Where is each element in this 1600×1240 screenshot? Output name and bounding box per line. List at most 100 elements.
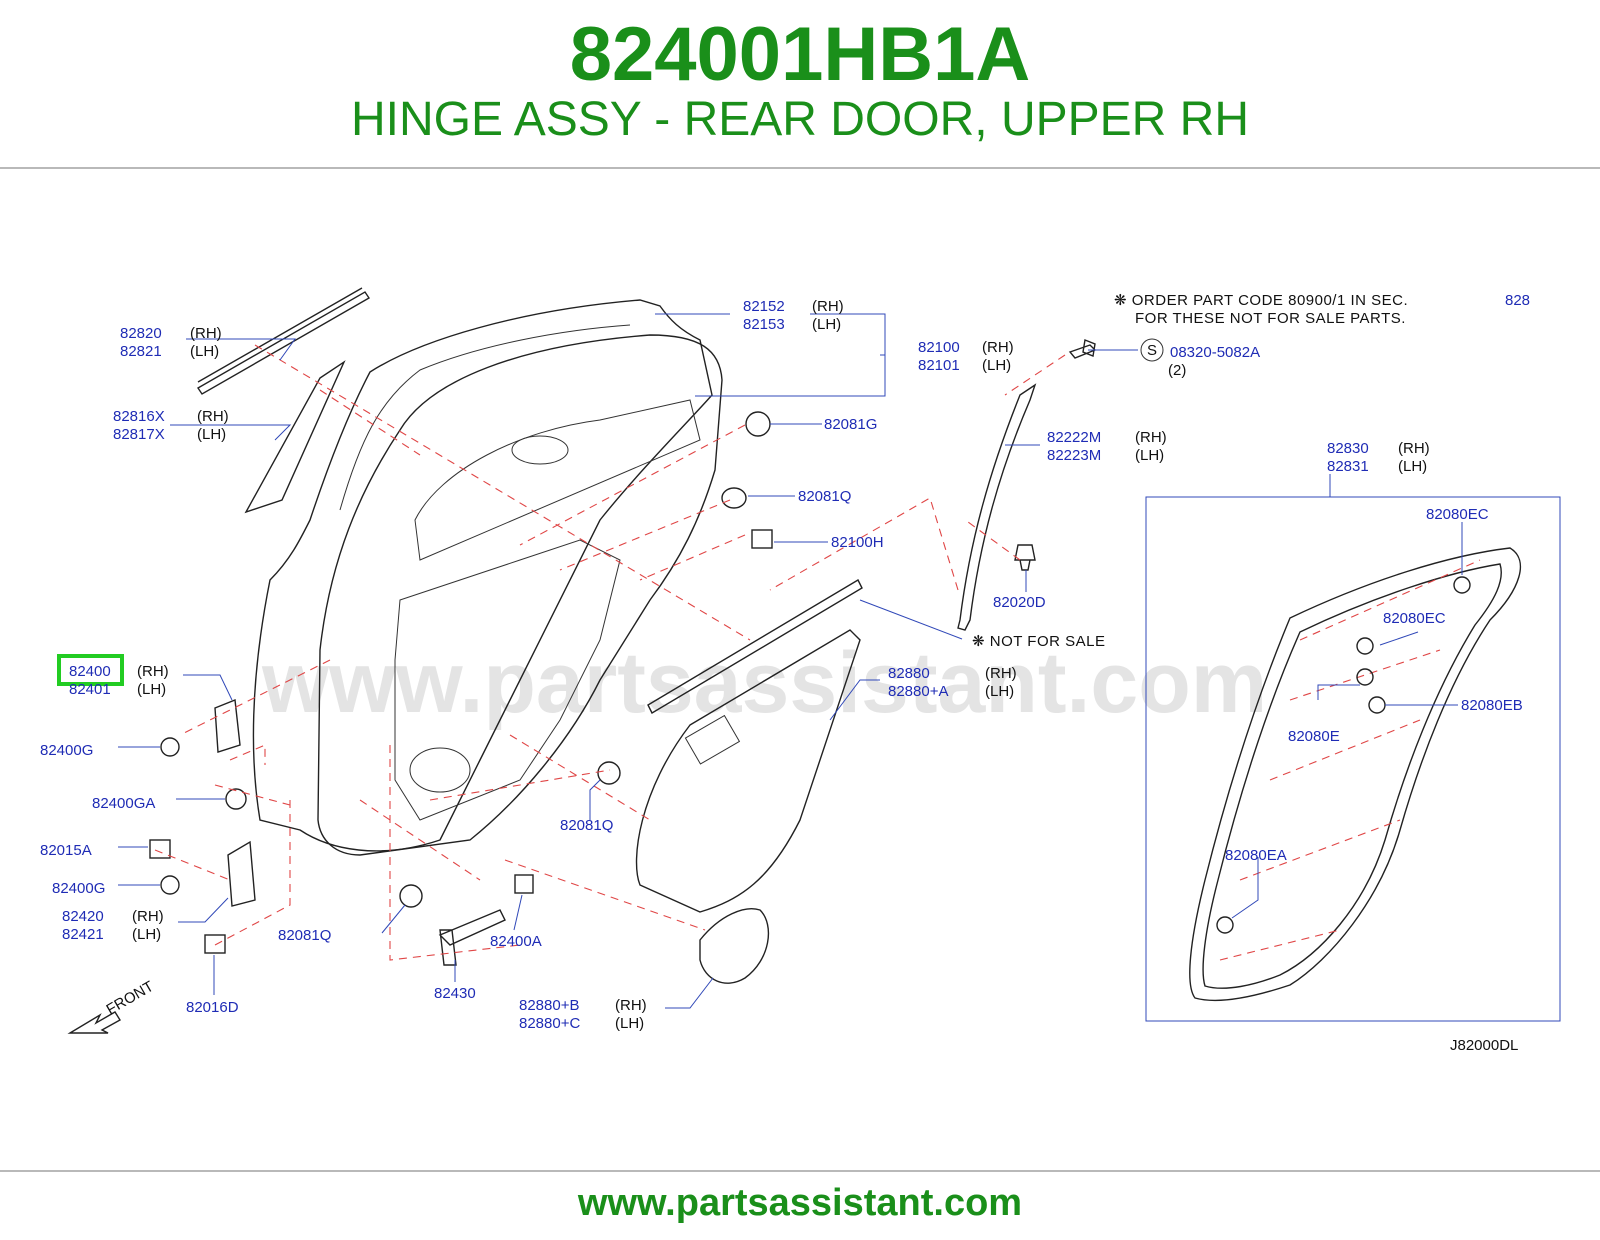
screw-symbol-circle [1140,338,1164,362]
page-header: 824001HB1A HINGE ASSY - REAR DOOR, UPPER… [0,0,1600,168]
label-82880a[interactable]: 82880+A [888,683,948,700]
screw-symbol: S [1147,342,1157,359]
footer-divider [0,1170,1600,1172]
note-section-link[interactable]: 828 [1505,292,1530,309]
label-82080e[interactable]: 82080E [1288,728,1340,745]
label-82400[interactable]: 82400 [69,663,111,680]
label-82817x[interactable]: 82817X [113,426,165,443]
door-inner-sash [414,399,701,561]
diagram-ref-code: J82000DL [1450,1037,1518,1054]
label-82880[interactable]: 82880 [888,665,930,682]
part-82820-moulding [197,287,370,395]
label-82081q-a[interactable]: 82081Q [798,488,851,505]
label-82223m-side: (LH) [1135,447,1164,464]
label-82015a[interactable]: 82015A [40,842,92,859]
label-82080eb[interactable]: 82080EB [1461,697,1523,714]
label-82080ec-a[interactable]: 82080EC [1426,506,1489,523]
note-order-line2: FOR THESE NOT FOR SALE PARTS. [1135,310,1406,327]
label-82831-side: (LH) [1398,458,1427,475]
label-82223m[interactable]: 82223M [1047,447,1101,464]
label-82830[interactable]: 82830 [1327,440,1369,457]
label-82100[interactable]: 82100 [918,339,960,356]
label-82101-side: (LH) [982,357,1011,374]
label-82817x-side: (LH) [197,426,226,443]
part-82816x-trim [244,360,346,514]
label-82401-side: (LH) [137,681,166,698]
label-82421-side: (LH) [132,926,161,943]
label-82152-side: (RH) [812,298,844,315]
label-82821-side: (LH) [190,343,219,360]
part-82880-trim-strip [647,579,863,714]
front-label: FRONT [104,978,157,1019]
label-82421[interactable]: 82421 [62,926,104,943]
screw-quantity: (2) [1168,362,1186,379]
label-82222m[interactable]: 82222M [1047,429,1101,446]
handle-cutout [511,435,569,465]
label-82420[interactable]: 82420 [62,908,104,925]
label-82016d[interactable]: 82016D [186,999,239,1016]
part-labels: 82820 (RH) 82821 (LH) 82816X (RH) 82817X… [40,292,1530,1054]
footer-website-link[interactable]: www.partsassistant.com [577,1182,1023,1224]
label-82153[interactable]: 82153 [743,316,785,333]
label-82100h[interactable]: 82100H [831,534,884,551]
part-82100h-stopper [751,529,773,549]
label-82400g-b[interactable]: 82400G [52,880,105,897]
weatherstrip-inset-box [1145,496,1561,1022]
note-order-line1: ❋ ORDER PART CODE 80900/1 IN SEC. [1114,292,1408,309]
label-82401[interactable]: 82401 [69,681,111,698]
screw-08320-icon [1068,339,1097,359]
label-82820[interactable]: 82820 [120,325,162,342]
part-number-title: 824001HB1A [569,12,1031,97]
label-82816x[interactable]: 82816X [113,408,165,425]
front-arrow-icon [67,1011,121,1034]
part-82080e-clip [1356,668,1374,686]
part-82830-weatherstrip-inner [1202,563,1502,989]
part-82400g-nut-b [160,875,180,895]
part-82830-weatherstrip [1189,547,1521,1001]
leader-lines [118,313,1463,1009]
label-82831[interactable]: 82831 [1327,458,1369,475]
part-82880b-screen [699,908,770,984]
door-inner-panel-cutout [394,539,621,821]
watermark: www.partsassistant.com [261,635,1267,731]
label-82081q-c[interactable]: 82081Q [278,927,331,944]
part-82081g-grommet [745,411,771,437]
part-82400-upper-hinge [214,699,241,753]
label-82880b[interactable]: 82880+B [519,997,579,1014]
part-82020d-clip [1014,544,1036,571]
speaker-hole [409,747,471,793]
trim-pocket [684,714,741,765]
label-82152[interactable]: 82152 [743,298,785,315]
label-82816x-side: (RH) [197,408,229,425]
label-82880c[interactable]: 82880+C [519,1015,580,1032]
label-82101[interactable]: 82101 [918,357,960,374]
label-82100-side: (RH) [982,339,1014,356]
part-82080ec-clip-a [1453,576,1471,594]
part-82400ga-washer [225,788,247,810]
label-82081q-b[interactable]: 82081Q [560,817,613,834]
label-82020d[interactable]: 82020D [993,594,1046,611]
label-82830-side: (RH) [1398,440,1430,457]
label-82081g[interactable]: 82081G [824,416,877,433]
label-82400ga[interactable]: 82400GA [92,795,155,812]
label-82080ea[interactable]: 82080EA [1225,847,1287,864]
label-82420-side: (RH) [132,908,164,925]
part-82430-check-link [438,909,506,966]
label-08320-5082a[interactable]: 08320-5082A [1170,344,1260,361]
part-82081q-plug-a [721,487,747,509]
part-82016d-bolt [204,934,226,954]
label-82400g-a[interactable]: 82400G [40,742,93,759]
highlight-box-82400 [57,654,124,686]
label-82400a[interactable]: 82400A [490,933,542,950]
label-82821[interactable]: 82821 [120,343,162,360]
assembly-dashed-lines [154,344,1066,961]
label-82820-side: (RH) [190,325,222,342]
label-82080ec-b[interactable]: 82080EC [1383,610,1446,627]
part-82015a-bolt [149,839,171,859]
label-82430[interactable]: 82430 [434,985,476,1002]
not-for-sale-note: ❋ NOT FOR SALE [972,633,1105,650]
part-82420-lower-hinge [227,840,256,907]
weatherstrip-dashes [1219,559,1481,961]
part-82400g-nut-a [160,737,180,757]
door-window-line [339,324,631,511]
